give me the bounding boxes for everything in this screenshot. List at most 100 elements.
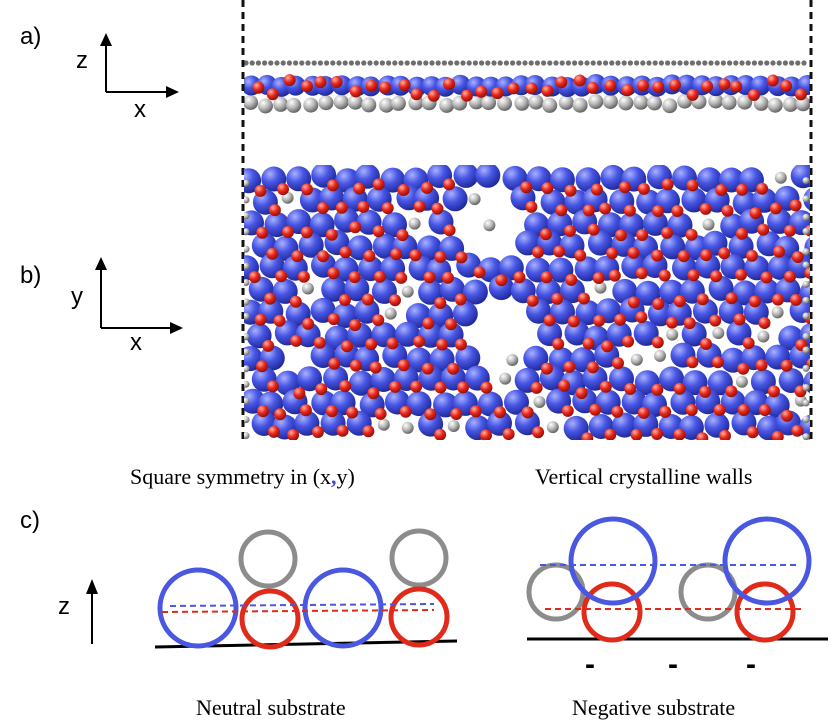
solvent-atom: [401, 421, 414, 434]
small-ion-atom: [614, 313, 627, 326]
solvent-atom: [273, 96, 289, 112]
solvent-atom: [542, 97, 558, 113]
small-ion-atom: [746, 249, 758, 262]
small-ion-atom: [262, 339, 275, 352]
small-ion-atom: [302, 317, 315, 330]
wall-atom: [410, 60, 416, 66]
wall-atom: [262, 60, 268, 66]
small-ion-atom: [624, 382, 637, 395]
small-ion-atom: [427, 89, 440, 102]
small-ion-atom: [398, 79, 411, 91]
small-ion-atom: [422, 317, 435, 330]
small-ion-atom: [730, 80, 743, 93]
small-ion-atom: [290, 334, 303, 347]
small-ion-atom: [748, 295, 761, 308]
small-ion-atom: [389, 380, 402, 393]
large-ion-atom: [817, 212, 830, 237]
large-ion-circle: [157, 567, 239, 649]
small-ion-atom: [421, 181, 433, 194]
wall-atom: [565, 60, 572, 66]
axis-x-label: x: [134, 96, 146, 123]
solvent-atom: [771, 306, 784, 319]
small-ion-atom: [293, 387, 306, 400]
small-ion-atom: [593, 314, 606, 327]
small-ion-atom: [658, 269, 671, 282]
wall-atom: [534, 60, 541, 66]
small-ion-atom: [627, 246, 640, 259]
wall-atom: [665, 60, 671, 66]
solvent-atom: [802, 399, 810, 407]
small-ion-atom: [372, 178, 385, 191]
neutral-substrate-schematic: [154, 528, 458, 650]
small-ion-atom: [390, 248, 403, 261]
solvent-atom: [408, 217, 421, 230]
wall-atom: [553, 60, 559, 66]
small-ion-atom: [651, 249, 664, 262]
small-ion-atom: [434, 381, 447, 394]
solvent-atom: [774, 171, 787, 184]
solvent-atom: [802, 261, 810, 269]
small-ion-atom: [756, 182, 769, 195]
solvent-atom: [361, 97, 377, 113]
small-ion-atom: [447, 362, 460, 375]
small-ion-atom: [530, 381, 543, 394]
solvent-atom: [735, 375, 748, 388]
small-ion-atom: [540, 271, 553, 284]
wall-atom: [596, 60, 603, 66]
small-ion-atom: [339, 380, 352, 393]
small-ion-atom: [454, 293, 467, 306]
small-ion-atom: [659, 405, 672, 418]
small-ion-atom: [443, 78, 456, 90]
wall-atom: [627, 60, 634, 66]
solvent-atom: [318, 95, 334, 111]
wall-atom: [373, 60, 379, 66]
small-ion-atom: [623, 204, 636, 217]
wall-atom: [671, 60, 677, 66]
small-ion-atom: [256, 226, 269, 239]
small-ion-atom: [349, 85, 362, 98]
wall-atom: [491, 60, 497, 66]
solvent-circle: [389, 528, 449, 588]
wall-atom: [770, 60, 776, 66]
small-ion-atom: [673, 428, 686, 440]
solvent-atom: [499, 372, 512, 385]
small-ion-atom: [413, 335, 426, 348]
small-ion-atom: [715, 184, 728, 196]
small-ion-atom: [700, 338, 712, 350]
small-ion-atom: [766, 74, 779, 87]
small-ion-atom: [711, 356, 724, 369]
small-ion-atom: [721, 204, 734, 217]
large-ion-atom: [297, 366, 322, 392]
large-ion-atom: [635, 280, 661, 306]
wall-atom: [274, 60, 280, 66]
wall-atom: [448, 60, 454, 66]
small-ion-circle: [734, 581, 796, 643]
small-ion-atom: [365, 79, 378, 92]
solvent-atom: [802, 248, 810, 256]
wall-atom: [720, 60, 727, 66]
wall-atom: [244, 60, 249, 66]
small-ion-circle: [581, 581, 643, 643]
small-ion-atom: [666, 316, 679, 329]
solvent-atom: [401, 285, 414, 298]
small-ion-atom: [574, 249, 587, 262]
wall-atom: [509, 60, 516, 66]
wall-atom: [392, 60, 398, 66]
small-ion-atom: [480, 429, 492, 440]
wall-atom: [249, 60, 255, 66]
solvent-atom: [721, 94, 737, 110]
small-ion-atom: [450, 408, 463, 420]
small-ion-atom: [326, 179, 339, 192]
small-ion-atom: [699, 202, 712, 215]
small-ion-atom: [297, 270, 310, 283]
small-ion-atom: [767, 385, 780, 398]
wall-atom: [727, 60, 733, 66]
wall-atom: [640, 60, 646, 66]
solvent-atom: [244, 179, 250, 187]
wall-atom: [609, 60, 615, 66]
solvent-atom: [244, 397, 250, 405]
solvent-atom: [286, 97, 302, 113]
wall-atom: [696, 60, 702, 66]
wall-atom: [751, 60, 758, 66]
